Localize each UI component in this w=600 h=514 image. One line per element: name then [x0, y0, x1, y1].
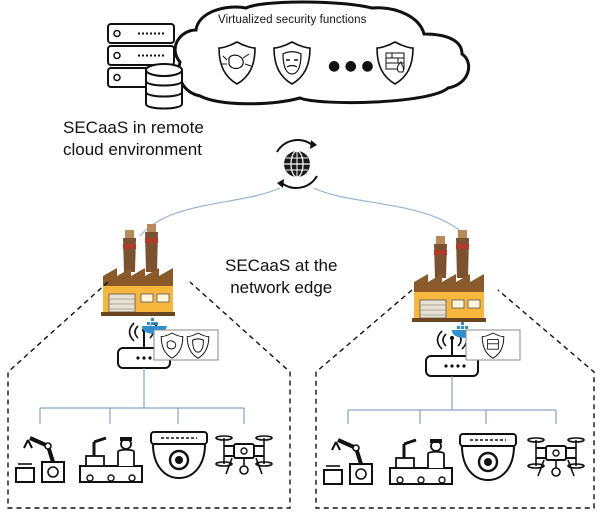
shield-malware-icon	[218, 41, 256, 85]
device-tree-right	[347, 376, 557, 424]
shield-malware-icon	[160, 332, 184, 359]
remote-cloud-label-line1: SECaaS in remote	[63, 118, 204, 137]
link-left	[139, 187, 281, 237]
assembly-robot-icon	[78, 435, 144, 484]
robot-arm-icon	[322, 438, 374, 486]
drone-icon	[215, 435, 273, 475]
robot-arm-icon	[14, 436, 66, 484]
network-edge-label-line2: network edge	[230, 278, 333, 297]
dome-camera-icon	[458, 432, 518, 482]
edge-boundary-right	[315, 289, 595, 509]
dome-camera-icon	[149, 430, 209, 480]
shield-anonymous-mask-icon	[186, 332, 210, 359]
assembly-robot-icon	[388, 437, 454, 486]
cloud-title: Virtualized security functions	[218, 14, 367, 26]
cloud-ellipsis: ● ● ●	[328, 58, 374, 74]
remote-cloud-label-line2: cloud environment	[63, 140, 202, 159]
globe-sync-icon	[276, 139, 318, 189]
drone-icon	[527, 437, 585, 477]
factory-icon	[100, 223, 176, 317]
link-right	[313, 187, 467, 237]
device-tree-left	[39, 368, 245, 424]
network-edge-label-line1: SECaaS at the	[225, 256, 338, 275]
edge-boundary-left	[7, 281, 291, 509]
network-edge-label: SECaaS at the network edge	[225, 255, 337, 299]
shield-firewall-icon	[376, 41, 414, 85]
server-stack-icon	[107, 23, 183, 110]
shield-firewall-icon	[481, 332, 505, 359]
factory-icon	[411, 229, 487, 323]
remote-cloud-label: SECaaS in remote cloud environment	[63, 117, 204, 161]
shield-anonymous-mask-icon	[273, 41, 311, 85]
